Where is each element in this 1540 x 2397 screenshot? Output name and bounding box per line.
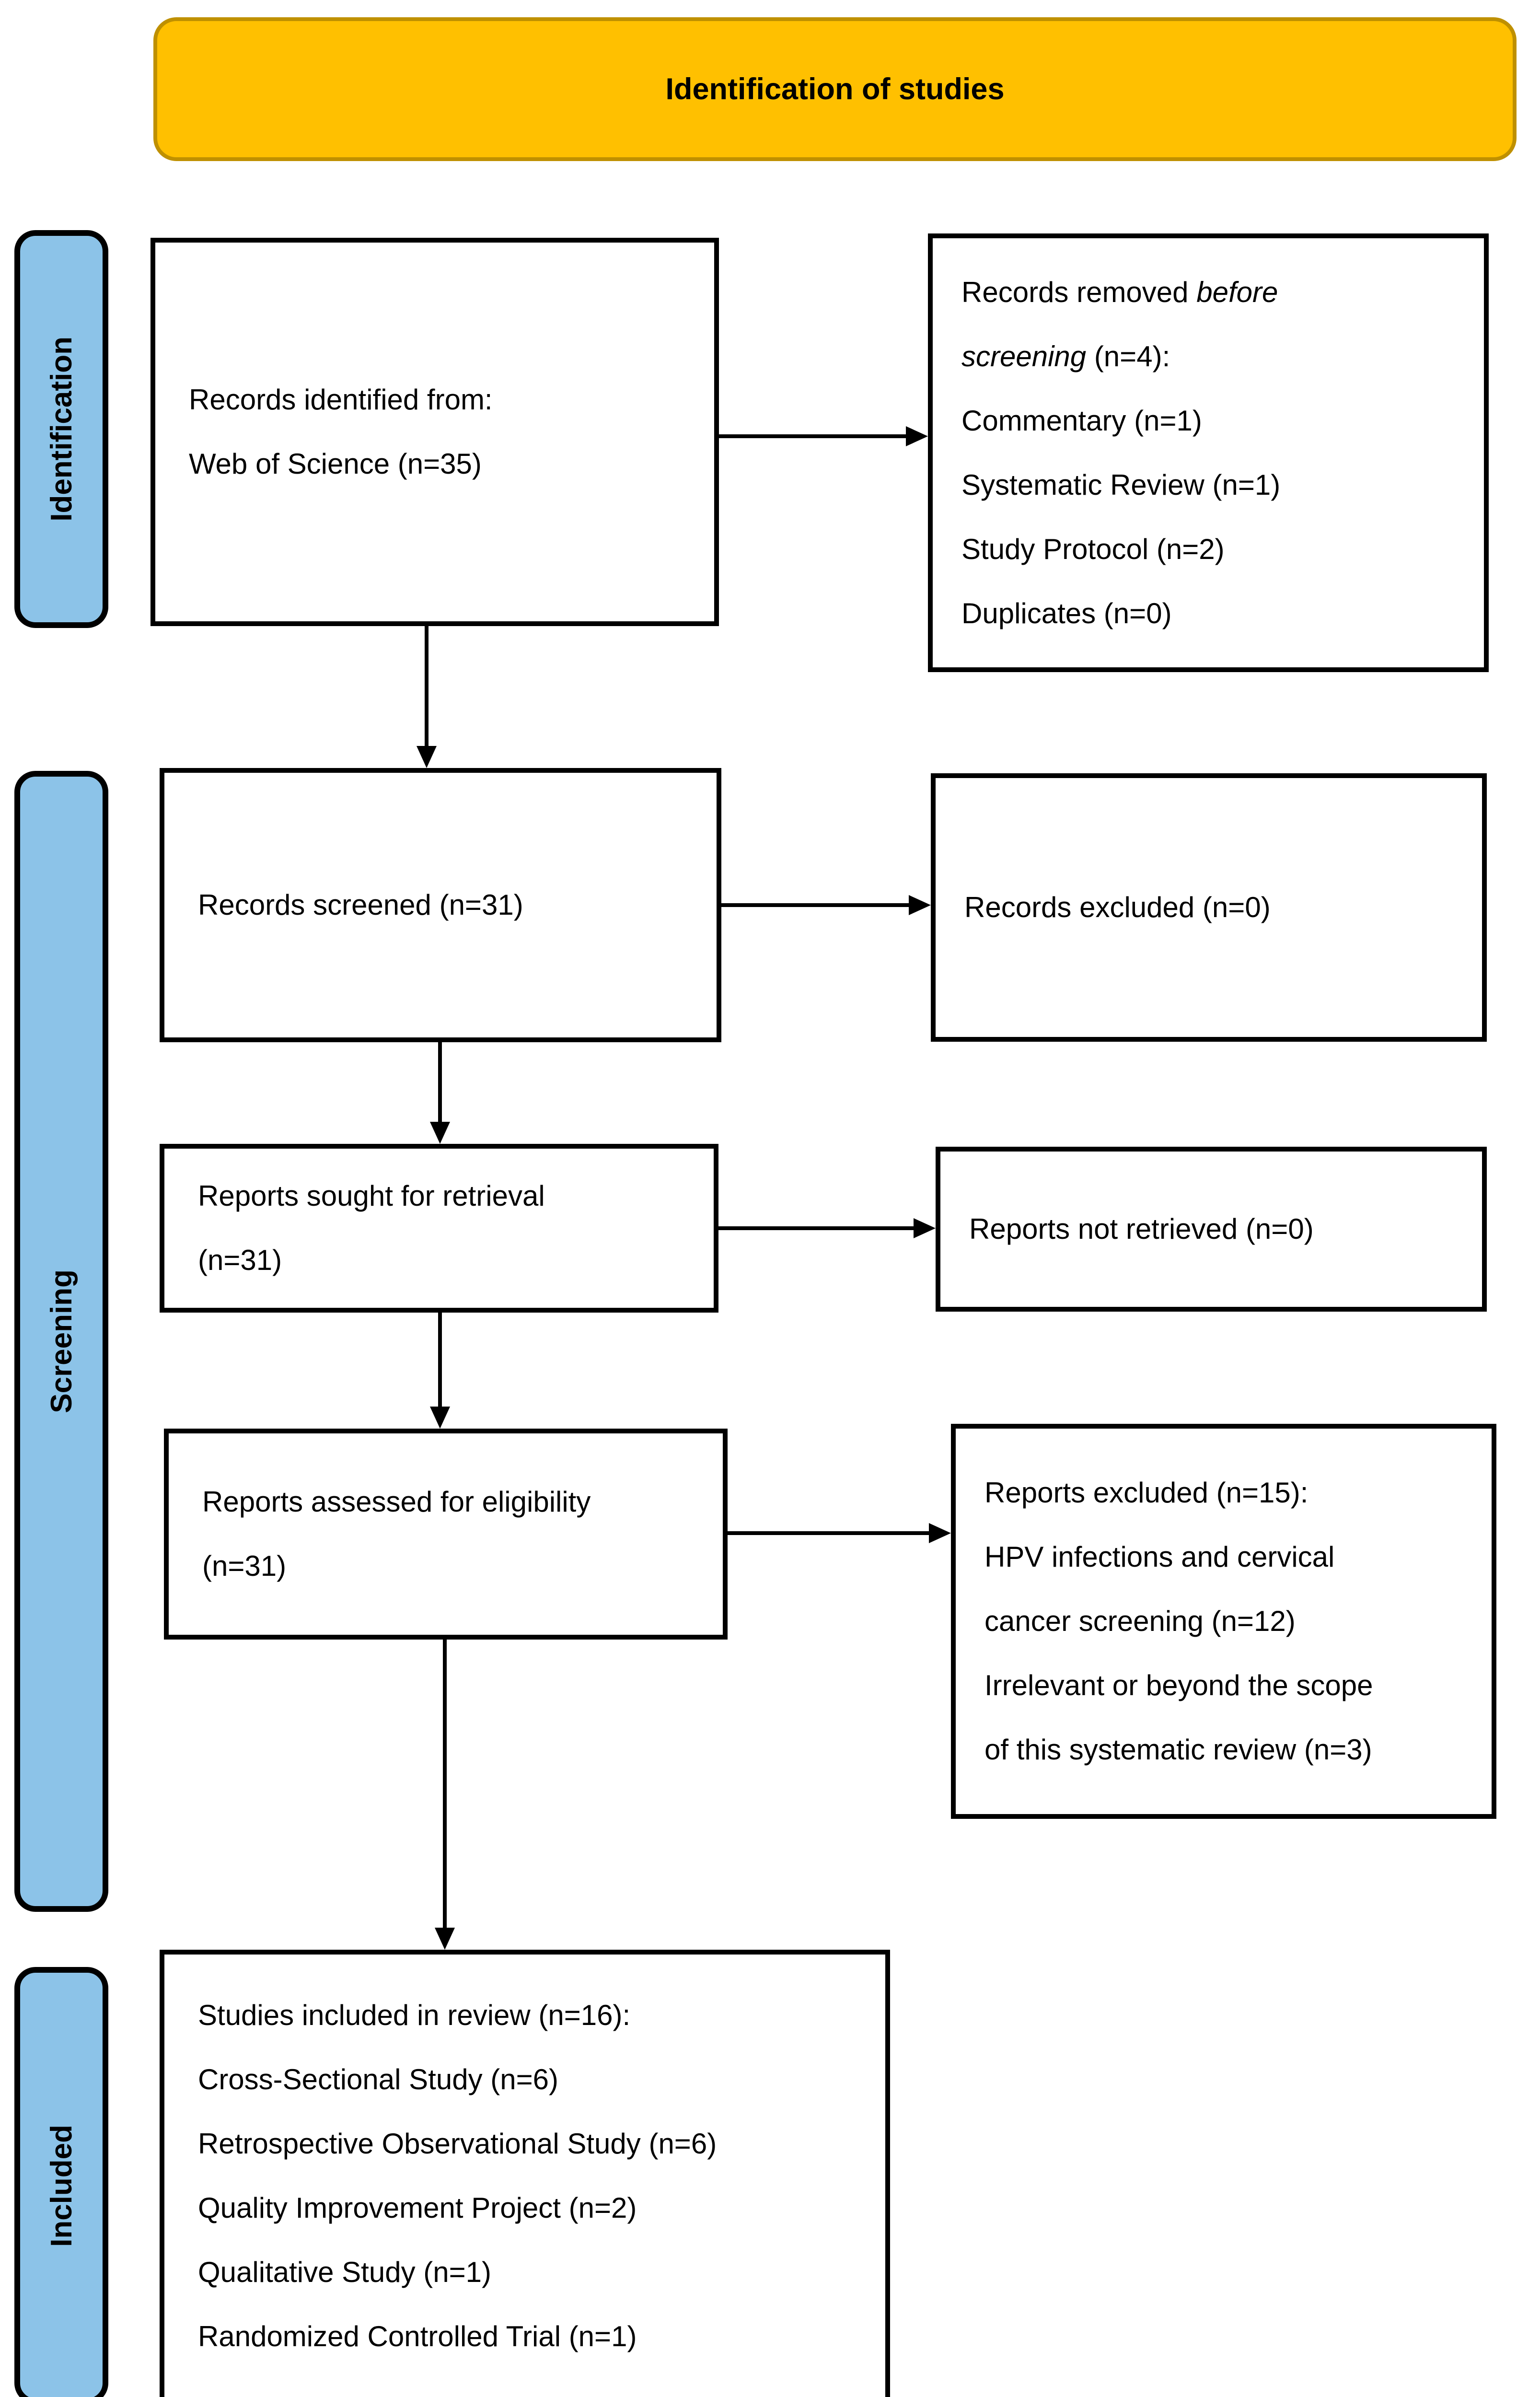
banner-identification-of-studies: Identification of studies [153, 17, 1517, 161]
box-reports-excluded-eligibility: Reports excluded (n=15): HPV infections … [951, 1424, 1496, 1819]
box-records-removed: Records removed before screening (n=4): … [928, 233, 1489, 672]
box-line: Reports assessed for eligibility [202, 1486, 591, 1518]
text-segment-italic: screening [961, 340, 1087, 372]
box-line: Reports not retrieved (n=0) [969, 1213, 1314, 1245]
arrow-identified-to-screened-line [425, 626, 428, 746]
box-line: Randomized Controlled Trial (n=1) [198, 2320, 637, 2352]
box-reports-sought: Reports sought for retrieval (n=31) [160, 1144, 718, 1313]
box-line: Quality Improvement Project (n=2) [198, 2192, 637, 2224]
banner-title: Identification of studies [665, 72, 1005, 106]
box-records-excluded: Records excluded (n=0) [931, 773, 1487, 1042]
box-line: Reports sought for retrieval [198, 1180, 545, 1212]
box-line: screening (n=4): [961, 325, 1474, 389]
arrow-down-icon [430, 1407, 450, 1429]
box-records-screened: Records screened (n=31) [160, 768, 721, 1042]
box-line: Records identified from: [189, 384, 493, 416]
box-reports-not-retrieved: Reports not retrieved (n=0) [936, 1147, 1487, 1312]
box-line: Records screened (n=31) [198, 889, 523, 921]
box-line: Duplicates (n=0) [961, 597, 1172, 629]
box-reports-assessed: Reports assessed for eligibility (n=31) [164, 1429, 728, 1640]
box-line: Qualitative Study (n=1) [198, 2256, 491, 2288]
box-line: Records removed before [961, 260, 1474, 325]
arrow-sought-to-assessed-line [438, 1313, 442, 1407]
box-line: of this systematic review (n=3) [984, 1734, 1372, 1766]
box-line: Cross-Sectional Study (n=6) [198, 2063, 558, 2095]
arrow-down-icon [417, 746, 437, 768]
arrow-right-icon [929, 1523, 951, 1543]
arrow-identified-to-removed-line [719, 434, 906, 438]
arrow-assessed-to-excluded-line [728, 1531, 929, 1535]
stage-included-text: Included [45, 2124, 78, 2247]
arrow-right-icon [909, 895, 931, 915]
box-line: Studies included in review (n=16): [198, 1999, 631, 2031]
arrow-screened-to-sought-line [438, 1042, 442, 1122]
arrow-sought-to-not-retrieved-line [718, 1226, 914, 1230]
box-studies-included: Studies included in review (n=16): Cross… [160, 1950, 890, 2397]
box-line: HPV infections and cervical [984, 1541, 1335, 1573]
arrow-assessed-to-included-line [443, 1640, 447, 1928]
stage-identification-text: Identification [45, 337, 78, 522]
stage-screening-text: Screening [45, 1269, 78, 1413]
arrow-right-icon [914, 1218, 936, 1238]
box-records-identified: Records identified from: Web of Science … [151, 238, 719, 626]
stage-label-included: Included [14, 1967, 108, 2397]
arrow-down-icon [435, 1928, 455, 1950]
box-line: Records excluded (n=0) [964, 891, 1271, 923]
box-line: (n=31) [202, 1550, 287, 1582]
box-line: Retrospective Observational Study (n=6) [198, 2128, 717, 2160]
box-line: cancer screening (n=12) [984, 1605, 1296, 1637]
arrow-screened-to-excluded-line [721, 903, 909, 907]
stage-label-identification: Identification [14, 230, 108, 628]
box-line: Systematic Review (n=1) [961, 468, 1281, 501]
arrow-right-icon [906, 426, 928, 446]
box-line: Reports excluded (n=15): [984, 1477, 1308, 1509]
text-segment-italic: before [1196, 276, 1278, 308]
box-line: Study Protocol (n=2) [961, 533, 1225, 565]
box-line: Commentary (n=1) [961, 404, 1202, 437]
box-line: Irrelevant or beyond the scope [984, 1669, 1373, 1701]
stage-label-screening: Screening [14, 771, 108, 1912]
box-line: Web of Science (n=35) [189, 448, 482, 480]
box-line: (n=31) [198, 1244, 282, 1276]
text-segment: (n=4): [1086, 340, 1170, 372]
arrow-down-icon [430, 1122, 450, 1144]
text-segment: Records removed [961, 276, 1197, 308]
